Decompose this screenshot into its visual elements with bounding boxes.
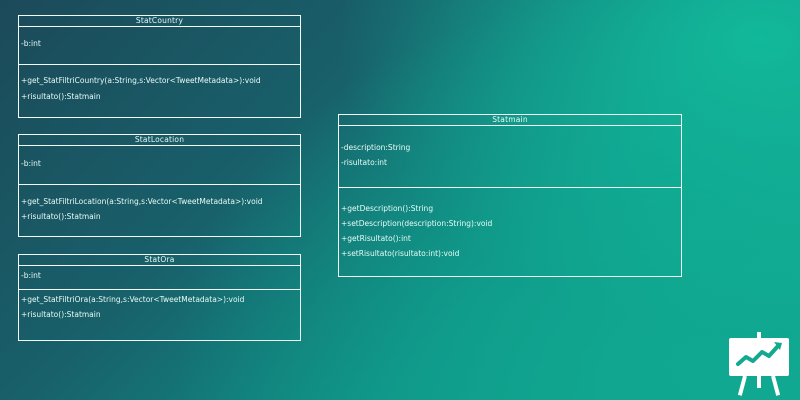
attribute: -risultato:int <box>341 158 387 167</box>
operation: +get_StatFiltriLocation(a:String,s:Vecto… <box>21 197 263 206</box>
class-box-statora: StatOra -b:int +get_StatFiltriOra(a:Stri… <box>18 254 301 341</box>
class-name: StatCountry <box>19 16 300 27</box>
operation: +getDescription():String <box>341 204 434 213</box>
operation: +get_StatFiltriOra(a:String,s:Vector<Twe… <box>21 295 245 304</box>
operations-section: +get_StatFiltriCountry(a:String,s:Vector… <box>19 64 300 101</box>
class-box-statcountry: StatCountry -b:int +get_StatFiltriCountr… <box>18 15 301 118</box>
attributes-section: -b:int <box>19 266 300 289</box>
presentation-chart-icon <box>726 330 792 396</box>
class-name: Statmain <box>339 115 681 126</box>
attribute: -b:int <box>21 271 41 280</box>
class-name: StatLocation <box>19 135 300 146</box>
operation: +risultato():Statmain <box>21 212 101 221</box>
attributes-section: -description:String -risultato:int <box>339 126 681 187</box>
class-box-statlocation: StatLocation -b:int +get_StatFiltriLocat… <box>18 134 301 237</box>
operation: +setRisultato(risultato:int):void <box>341 249 460 258</box>
attribute: -description:String <box>341 143 411 152</box>
attribute: -b:int <box>21 159 41 168</box>
attributes-section: -b:int <box>19 27 300 64</box>
operation: +risultato():Statmain <box>21 310 101 319</box>
operation: +get_StatFiltriCountry(a:String,s:Vector… <box>21 76 261 85</box>
attribute: -b:int <box>21 39 41 48</box>
class-box-statmain: Statmain -description:String -risultato:… <box>338 114 682 277</box>
operations-section: +get_StatFiltriOra(a:String,s:Vector<Twe… <box>19 289 300 319</box>
operation: +risultato():Statmain <box>21 92 101 101</box>
operation: +setDescription(description:String):void <box>341 219 493 228</box>
class-name: StatOra <box>19 255 300 266</box>
operations-section: +get_StatFiltriLocation(a:String,s:Vecto… <box>19 184 300 221</box>
attributes-section: -b:int <box>19 146 300 184</box>
operation: +getRisultato():int <box>341 234 411 243</box>
operations-section: +getDescription():String +setDescription… <box>339 187 681 258</box>
